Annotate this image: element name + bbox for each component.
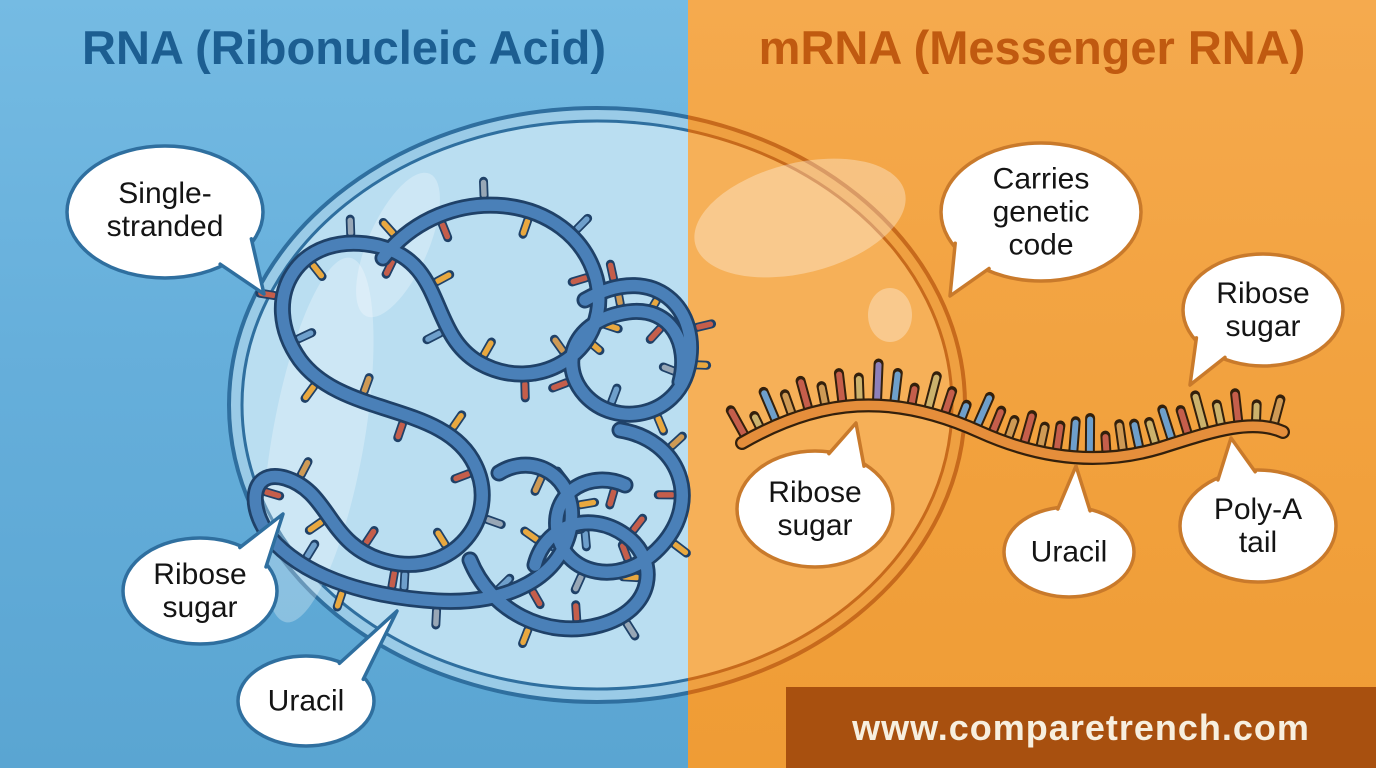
ribose-sugar-left-label: Ribose sugar	[153, 558, 247, 624]
ribose-sugar-left-bubble	[121, 512, 285, 646]
rna-strand-tangle	[243, 176, 717, 649]
ribose-sugar-right-top-bubble	[1181, 252, 1345, 387]
rna-title: RNA (Ribonucleic Acid)	[82, 21, 606, 74]
poly-a-tail-label: Poly-A tail	[1213, 493, 1303, 559]
uracil-right-bubble	[1002, 464, 1136, 599]
poly-a-tail-bubble	[1178, 436, 1338, 584]
ribose-sugar-right-mid-label: Ribose sugar	[768, 476, 862, 542]
single-stranded-bubble	[65, 144, 266, 296]
single-stranded-label: Single- stranded	[106, 177, 224, 243]
website-banner: www.comparetrench.com	[786, 687, 1376, 768]
uracil-left-bubble	[236, 609, 399, 748]
cell-highlight-right	[694, 158, 912, 342]
website-url[interactable]: www.comparetrench.com	[852, 706, 1310, 748]
ribose-sugar-right-top-label: Ribose sugar	[1216, 277, 1310, 343]
speech-bubbles	[65, 141, 1345, 748]
uracil-right-label: Uracil	[1030, 535, 1108, 569]
mrna-title: mRNA (Messenger RNA)	[758, 21, 1306, 74]
ribose-sugar-right-mid-bubble	[735, 421, 895, 569]
carries-genetic-code-bubble	[939, 141, 1143, 298]
mrna-strand	[725, 358, 1290, 465]
uracil-left-label: Uracil	[267, 684, 345, 718]
carries-genetic-code-label: Carries genetic code	[992, 162, 1090, 262]
